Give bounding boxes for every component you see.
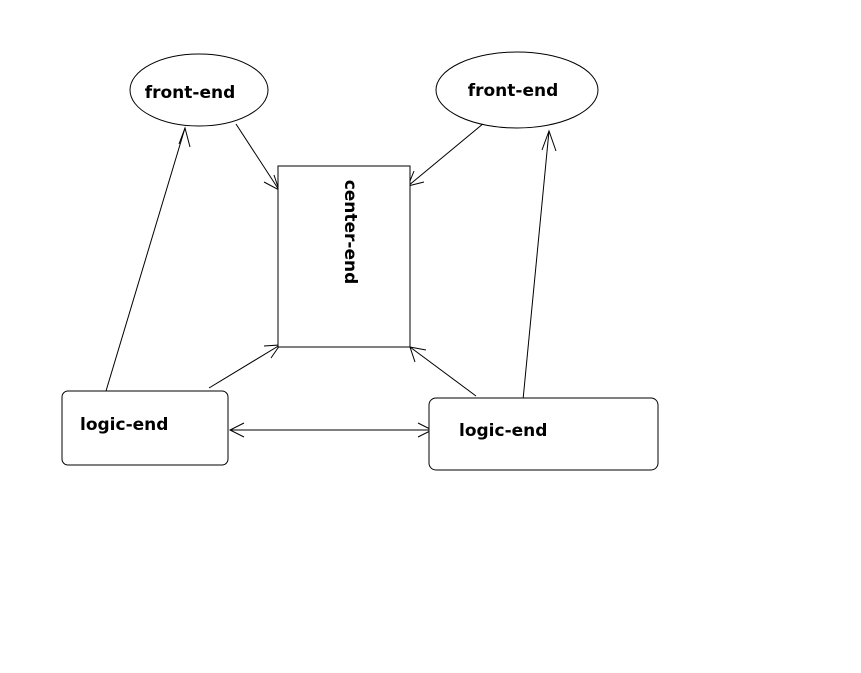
ellipse-shape	[129, 53, 269, 127]
node-logic-end-right: logic-end	[428, 397, 659, 471]
ellipse-shape	[435, 51, 599, 129]
rounded-rectangle-shape	[61, 390, 229, 466]
node-label: front-end	[145, 83, 236, 103]
arrowhead-center-from-front-left	[263, 174, 280, 192]
edge-front-right-to-center	[407, 122, 485, 187]
node-label: front-end	[468, 81, 559, 101]
edge-logic-right-to-center	[409, 346, 477, 397]
node-label: logic-end	[80, 415, 168, 435]
edge-logic-left-to-front-left	[105, 127, 186, 392]
node-label: center-end	[340, 180, 360, 285]
node-front-end-left: front-end	[129, 53, 269, 127]
node-center-end: center-end	[277, 165, 411, 348]
arrowhead-front-left	[178, 126, 191, 148]
edge-logic-right-to-front-right	[522, 130, 550, 401]
edge-logic-left-to-center	[208, 344, 281, 389]
rounded-rectangle-shape	[428, 397, 659, 471]
node-front-end-right: front-end	[435, 51, 599, 129]
rectangle-shape	[277, 165, 411, 348]
edge-front-left-to-center	[235, 123, 280, 191]
node-logic-end-left: logic-end	[61, 390, 229, 466]
connector-group	[105, 122, 557, 438]
arrowhead-front-right	[541, 129, 557, 152]
node-label: logic-end	[459, 421, 547, 441]
arrowhead-logic-left	[228, 422, 245, 438]
